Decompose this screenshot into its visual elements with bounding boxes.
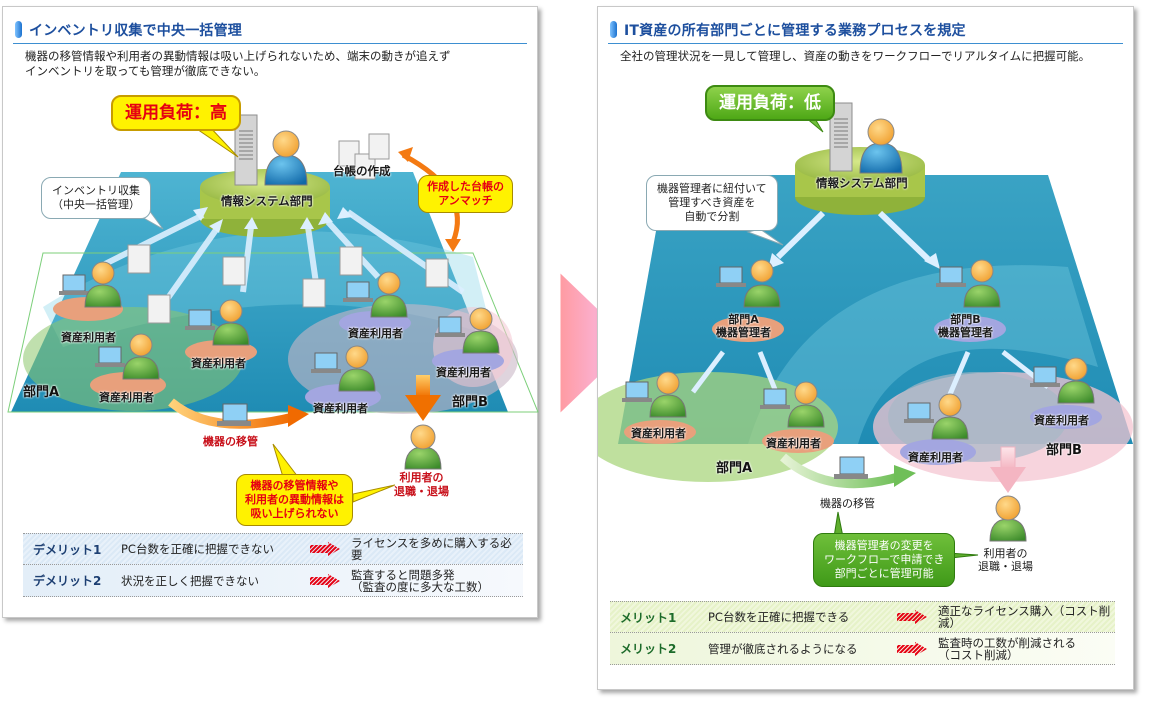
asset-user-icons — [59, 261, 500, 392]
dept-a-label: 部門A — [716, 461, 753, 476]
demerit-key: デメリット1 — [33, 542, 102, 557]
asset-user-label: 資産利用者 — [436, 366, 491, 379]
retire-label: 利用者の 退職・退場 — [394, 471, 449, 498]
asset-user-label: 資産利用者 — [631, 427, 686, 440]
retire-arrow — [405, 375, 441, 421]
after-panel: IT資産の所有部門ごとに管理する業務プロセスを規定 全社の管理状況を一見して管理… — [597, 6, 1134, 690]
asset-user-label: 資産利用者 — [99, 391, 154, 404]
inventory-note: インベントリ収集 （中央一括管理） — [41, 177, 151, 219]
before-diagram: 運用負荷：高 情報システム部門 台帳の作成 作成した台帳の アンマッチ インベン… — [3, 7, 539, 617]
center-dept-label: 情報システム部門 — [221, 194, 313, 208]
before-panel: インベントリ収集で中央一括管理 機器の移管情報や利用者の異動情報は吸い上げられな… — [2, 6, 539, 618]
admin-person-icon — [264, 130, 308, 186]
network-floor — [618, 175, 1133, 444]
collection-arrows — [101, 209, 465, 307]
retire-label: 利用者の 退職・退場 — [978, 547, 1033, 573]
mismatch-note: 作成した台帳の アンマッチ — [418, 175, 513, 213]
merit-effect: 適正なライセンス購入（コスト削減） — [938, 604, 1111, 630]
retiree-person-icon — [404, 424, 442, 470]
document-icons — [127, 133, 449, 324]
asset-user-label: 資産利用者 — [1034, 414, 1089, 427]
after-diagram: 運用負荷：低 情報システム部門 機器管理者に紐付いて 管理すべき資産を 自動で分… — [598, 7, 1133, 689]
merit-key: メリット1 — [620, 610, 677, 625]
result-arrow-icon — [892, 641, 932, 656]
demerit-effect: 監査すると問題多発 （監査の度に多大な工数） — [351, 567, 489, 594]
transfer-arrow — [780, 453, 900, 489]
demerit-row: デメリット1 PC台数を正確に把握できない ライセンスを多めに購入する必要 — [23, 533, 523, 564]
title-marker-icon — [15, 21, 22, 38]
asset-user-label: 資産利用者 — [313, 402, 368, 415]
merit-row: メリット1 PC台数を正確に把握できる 適正なライセンス購入（コスト削減） — [610, 601, 1115, 632]
not-captured-note: 機器の移管情報や 利用者の異動情報は 吸い上げられない — [236, 474, 353, 526]
demerit-table: デメリット1 PC台数を正確に把握できない ライセンスを多めに購入する必要 デメ… — [23, 533, 523, 597]
dept-b-label: 部門B — [1046, 443, 1082, 458]
before-panel-description: 機器の移管情報や利用者の異動情報は吸い上げられないため、端末の動きが追えず イン… — [25, 49, 451, 78]
manager-b-label: 部門B 機器管理者 — [938, 313, 993, 339]
after-panel-title: IT資産の所有部門ごとに管理する業務プロセスを規定 — [624, 22, 966, 39]
report-arrows — [691, 350, 1050, 400]
split-note: 機器管理者に紐付いて 管理すべき資産を 自動で分割 — [646, 175, 778, 231]
dept-b-label: 部門B — [452, 395, 488, 410]
transfer-label: 機器の移管 — [203, 435, 258, 448]
merit-table: メリット1 PC台数を正確に把握できる 適正なライセンス購入（コスト削減） メリ… — [610, 601, 1115, 665]
load-low-badge: 運用負荷：低 — [705, 85, 835, 121]
after-panel-header: IT資産の所有部門ごとに管理する業務プロセスを規定 — [608, 16, 1123, 44]
merit-row: メリット2 管理が徹底されるようになる 監査時の工数が削減される （コスト削減） — [610, 632, 1115, 665]
load-high-badge: 運用負荷：高 — [111, 95, 241, 131]
merit-cause: PC台数を正確に把握できる — [708, 610, 850, 624]
before-panel-header: インベントリ収集で中央一括管理 — [13, 16, 527, 44]
asset-user-label: 資産利用者 — [348, 327, 403, 340]
admin-person-icon — [859, 118, 903, 174]
after-panel-description: 全社の管理状況を一見して管理し、資産の動きをワークフローでリアルタイムに把握可能… — [620, 49, 1091, 63]
demerit-cause: 状況を正しく把握できない — [121, 573, 259, 588]
merit-effect: 監査時の工数が削減される （コスト削減） — [938, 635, 1076, 662]
transferred-laptop-icon — [834, 456, 868, 479]
demerit-key: デメリット2 — [33, 574, 102, 588]
center-dept-label: 情報システム部門 — [816, 176, 908, 190]
distribution-arrows — [775, 210, 931, 262]
retire-arrow — [990, 446, 1026, 493]
transfer-label: 機器の移管 — [820, 497, 875, 510]
asset-user-label: 資産利用者 — [191, 357, 246, 370]
before-panel-title: インベントリ収集で中央一括管理 — [29, 22, 242, 39]
network-floor — [11, 172, 508, 412]
merit-cause: 管理が徹底されるようになる — [708, 641, 858, 656]
server-icon — [829, 102, 853, 172]
merit-key: メリット2 — [620, 642, 677, 656]
dept-a-label: 部門A — [23, 385, 60, 400]
dept-b-area — [288, 304, 518, 414]
result-arrow-icon — [892, 610, 932, 624]
dept-a-area — [23, 307, 243, 411]
server-icon — [234, 114, 258, 186]
asset-user-label: 資産利用者 — [61, 331, 116, 344]
asset-user-label: 資産利用者 — [908, 451, 963, 464]
demerit-row: デメリット2 状況を正しく把握できない 監査すると問題多発 （監査の度に多大な工… — [23, 564, 523, 597]
ledger-label: 台帳の作成 — [333, 164, 391, 178]
mismatch-arrow — [401, 152, 460, 243]
result-arrow-icon — [305, 542, 345, 556]
dept-a-area — [598, 372, 838, 482]
manager-a-label: 部門A 機器管理者 — [716, 313, 771, 339]
demerit-effect: ライセンスを多めに購入する必要 — [351, 536, 512, 562]
result-arrow-icon — [305, 573, 345, 588]
dept-boundary — [7, 252, 539, 413]
transferred-laptop-icon — [217, 403, 251, 426]
user-pedestals — [53, 297, 504, 410]
title-marker-icon — [610, 21, 617, 38]
demerit-cause: PC台数を正確に把握できない — [121, 542, 274, 556]
transfer-arrow — [168, 398, 295, 429]
person-icons — [622, 259, 1095, 440]
asset-user-label: 資産利用者 — [766, 437, 821, 450]
workflow-note: 機器管理者の変更を ワークフローで申請でき 部門ごとに管理可能 — [813, 533, 956, 587]
retiree-person-icon — [989, 495, 1027, 542]
dept-b-area — [873, 372, 1133, 482]
